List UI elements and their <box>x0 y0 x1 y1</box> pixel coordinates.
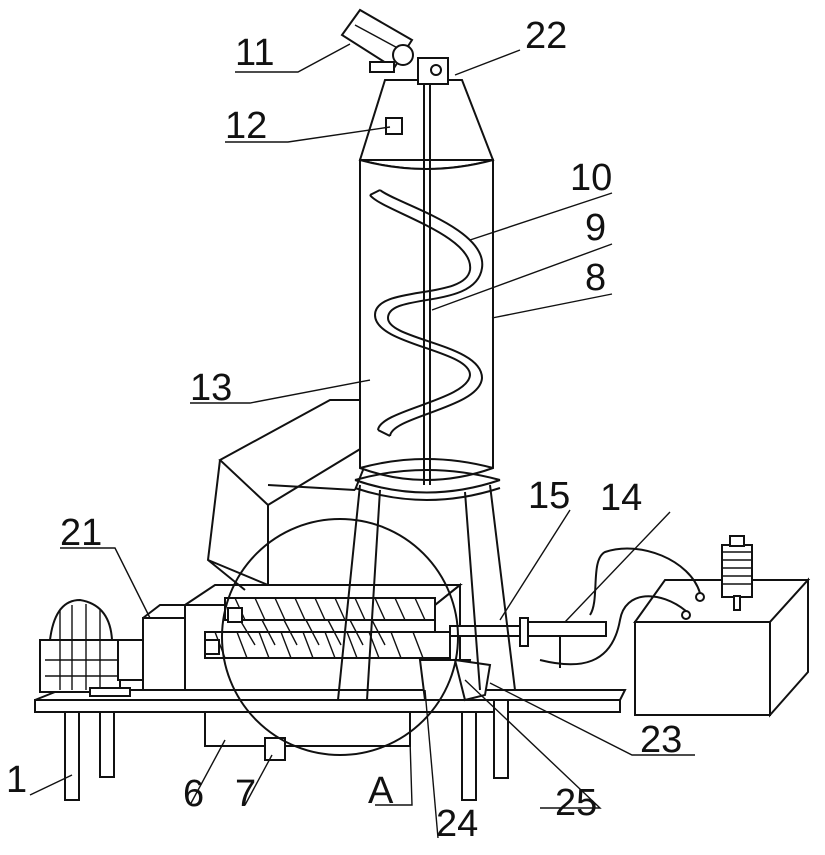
label-21: 21 <box>60 512 102 554</box>
label-13: 13 <box>190 367 232 409</box>
label-25: 25 <box>555 782 597 824</box>
label-10: 10 <box>570 157 612 199</box>
label-23: 23 <box>640 719 682 761</box>
label-A: A <box>368 770 394 812</box>
label-9: 9 <box>585 207 606 249</box>
label-1: 1 <box>6 759 27 801</box>
power-unit-box <box>539 535 811 718</box>
label-22: 22 <box>525 15 567 57</box>
label-11: 11 <box>235 32 274 74</box>
detail-circle-a <box>221 518 459 756</box>
label-7: 7 <box>235 773 256 815</box>
feed-hopper <box>206 399 376 591</box>
label-15: 15 <box>528 475 570 517</box>
label-8: 8 <box>585 257 606 299</box>
label-24: 24 <box>436 803 478 845</box>
collection-tank <box>204 711 411 761</box>
label-14: 14 <box>600 477 642 519</box>
leader-lines <box>29 43 695 839</box>
label-6: 6 <box>183 773 204 815</box>
label-12: 12 <box>225 105 267 147</box>
drying-tower <box>337 8 516 701</box>
left-motor-gearbox <box>39 598 203 697</box>
part-labels: 1 6 7 8 9 10 11 12 13 14 15 21 22 23 24 … <box>6 15 682 845</box>
drive-shaft <box>449 617 607 668</box>
base-frame <box>34 689 627 801</box>
